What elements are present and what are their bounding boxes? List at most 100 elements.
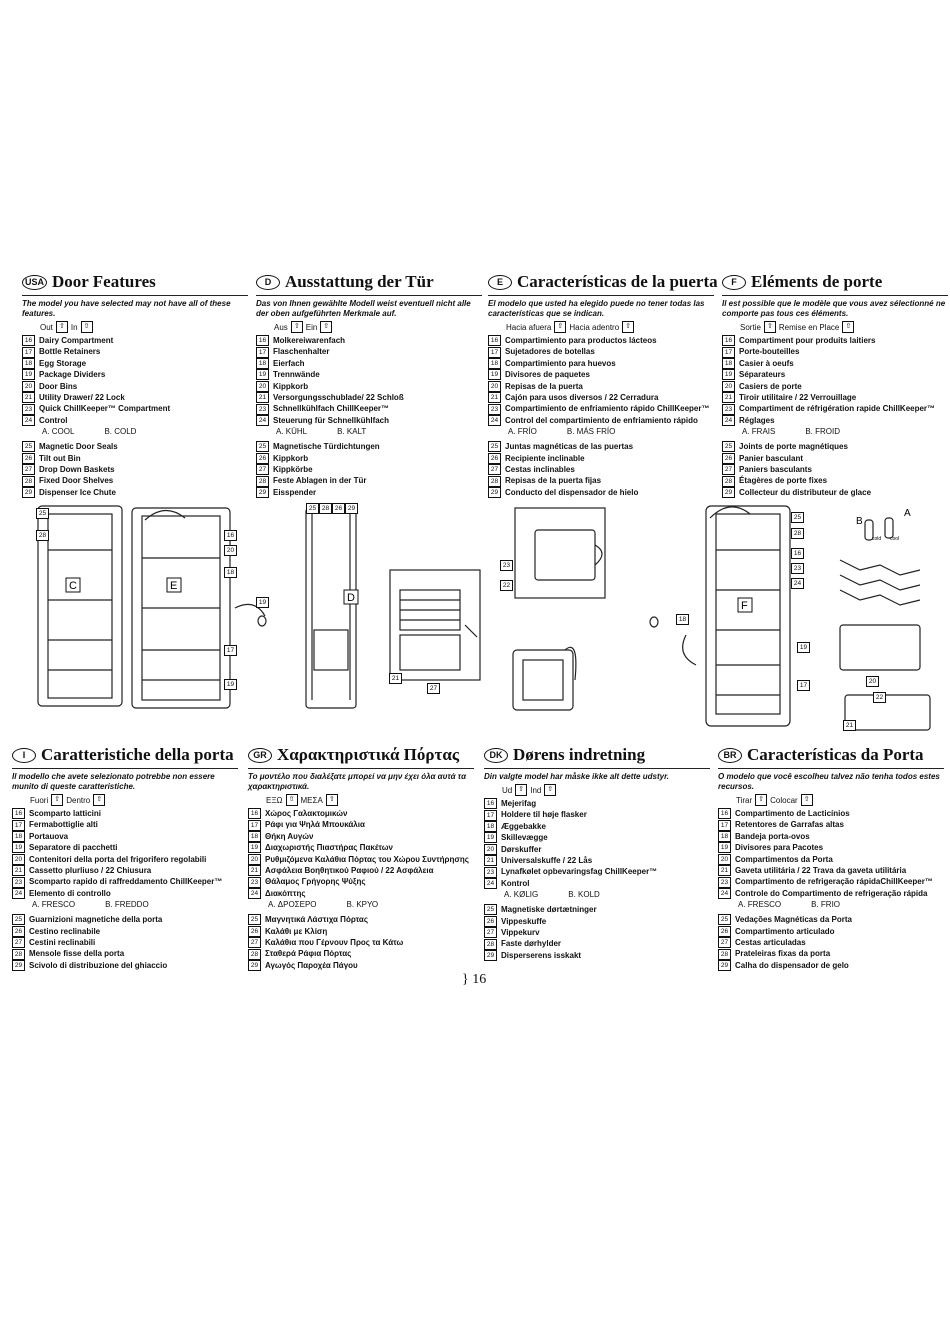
callout: 20 xyxy=(866,676,879,687)
feature-number: 21 xyxy=(488,392,501,404)
feature-number: 26 xyxy=(722,452,735,464)
feature-text: Package Dividers xyxy=(39,370,106,380)
feature-text: Universalskuffe / 22 Lås xyxy=(501,856,593,866)
setting-a: A. FRESCO xyxy=(738,900,782,910)
feature-text: Διαχωριστής Πιαστήρας Πακέτων xyxy=(265,843,393,853)
feature-text: Casiers de porte xyxy=(739,381,802,391)
feature-text: Trennwände xyxy=(273,370,320,380)
feature-text: Cajón para usos diversos / 22 Cerradura xyxy=(505,393,659,403)
feature-text: Ράφι για Ψηλά Μπουκάλια xyxy=(265,820,365,830)
out-label: Hacia afuera xyxy=(506,322,552,332)
feature-text: Repisas de la puerta fijas xyxy=(505,476,602,486)
feature-number: 25 xyxy=(22,441,35,453)
feature-number: 28 xyxy=(484,938,497,950)
feature-text: Réglages xyxy=(739,415,775,425)
out-label: ΕΞΩ xyxy=(266,795,283,805)
feature-number: 20 xyxy=(718,853,731,865)
feature-number: 27 xyxy=(248,937,261,949)
setting-b: B. COLD xyxy=(104,427,137,437)
control-settings: A. FRAIS B. FROID xyxy=(742,426,948,437)
setting-b: B. FROID xyxy=(805,427,841,437)
feature-text: Dairy Compartment xyxy=(39,336,114,345)
feature-text: Dispenser Ice Chute xyxy=(39,487,116,497)
feature-text: Faste dørhylder xyxy=(501,939,562,949)
feature-number: 16 xyxy=(248,808,261,820)
feature-item: 25 Vedações Magnéticas da Porta xyxy=(718,914,944,926)
feature-number: 17 xyxy=(256,346,269,358)
feature-number: 24 xyxy=(484,878,497,890)
feature-number: 28 xyxy=(718,948,731,960)
out-label: Out xyxy=(40,322,53,332)
feature-number: 24 xyxy=(718,888,731,900)
feature-number: 26 xyxy=(12,925,25,937)
section-title: Χαρακτηριστικά Πόρτας xyxy=(277,745,460,764)
feature-text: Vedações Magnéticas da Porta xyxy=(735,915,852,925)
feature-number: 21 xyxy=(722,392,735,404)
feature-number: 24 xyxy=(722,415,735,427)
feature-text: Σταθερά Ράφια Πόρτας xyxy=(265,949,352,959)
callout: 27 xyxy=(427,683,440,694)
feature-number: 18 xyxy=(22,358,35,370)
in-out-legend: Tirar⇧Colocar⇧ xyxy=(736,794,944,806)
feature-text: Contenitori della porta del frigorifero … xyxy=(29,854,207,864)
feature-text: Retentores de Garrafas altas xyxy=(735,820,844,830)
feature-text: Αγωγός Παροχέα Πάγου xyxy=(265,960,358,970)
feature-text: Bottle Retainers xyxy=(39,347,101,357)
arrow-up-icon: ⇧ xyxy=(554,321,567,333)
setting-a: A. KØLIG xyxy=(504,890,539,900)
setting-b: B. ΚΡΥΟ xyxy=(346,900,379,910)
arrow-up-icon: ⇧ xyxy=(515,784,528,796)
feature-text: Magnetic Door Seals xyxy=(39,442,118,452)
language-badge: USA xyxy=(22,274,48,290)
callout: 25 xyxy=(306,503,319,514)
feature-number: 21 xyxy=(256,392,269,404)
feature-number: 25 xyxy=(718,914,731,926)
feature-text: Ασφάλεια Βοηθητικού Ραφιού / 22 Ασφάλεια xyxy=(265,866,434,876)
section-title: Características de la puerta xyxy=(517,272,718,291)
in-label: ΜΕΣΑ xyxy=(300,795,323,805)
setting-a: A. KÜHL xyxy=(276,427,308,437)
in-out-legend: Fuori⇧Dentro⇧ xyxy=(30,794,238,806)
callout: 24 xyxy=(791,578,804,589)
feature-text: Cassetto plurliuso / 22 Chiusura xyxy=(29,866,152,876)
setting-a: A. FRAIS xyxy=(742,427,776,437)
feature-number: 25 xyxy=(488,441,501,453)
feature-item: 26 Cestino reclinabile xyxy=(12,925,238,937)
feature-text: Cestino reclinabile xyxy=(29,926,101,936)
feature-text: Compartimiento de enfriamiento rápido Ch… xyxy=(505,404,710,414)
feature-number: 20 xyxy=(12,853,25,865)
callout: 23 xyxy=(500,560,513,571)
feature-text: Door Bins xyxy=(39,381,78,391)
feature-number: 24 xyxy=(256,415,269,427)
feature-number: 23 xyxy=(484,866,497,878)
feature-text: Disperserens isskakt xyxy=(501,950,582,960)
feature-text: Fixed Door Shelves xyxy=(39,476,114,486)
callout: 25 xyxy=(791,512,804,523)
feature-text: Magnetiske dørtætninger xyxy=(501,905,597,915)
in-label: Ein xyxy=(305,322,318,332)
feature-number: 19 xyxy=(12,842,25,854)
